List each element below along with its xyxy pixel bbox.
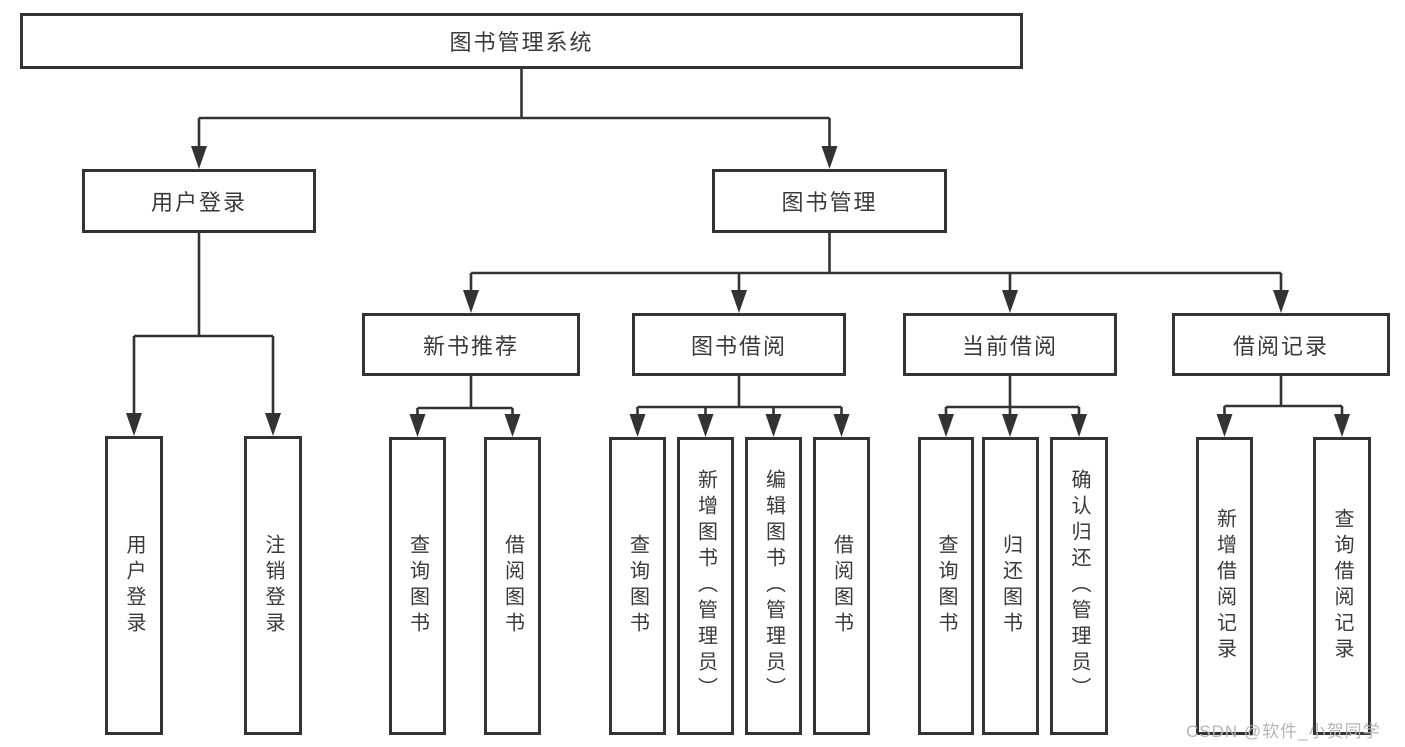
leaf-logout: 注销登录 — [244, 436, 302, 735]
leaf-confirm-return-admin: 确认归还（管理员） — [1050, 437, 1108, 735]
node-new-book-recommend: 新书推荐 — [362, 313, 580, 376]
leaf-borrow-book-2: 借阅图书 — [813, 437, 870, 735]
leaf-add-book-admin: 新增图书（管理员） — [677, 437, 734, 735]
leaf-query-borrow-record: 查询借阅记录 — [1313, 437, 1371, 735]
node-book-management-module: 图书管理 — [712, 169, 947, 233]
leaf-add-borrow-record: 新增借阅记录 — [1196, 437, 1253, 735]
leaf-query-book-1: 查询图书 — [389, 437, 446, 735]
leaf-edit-book-admin: 编辑图书（管理员） — [745, 437, 802, 735]
leaf-return-book: 归还图书 — [982, 437, 1039, 735]
leaf-user-login: 用户登录 — [105, 436, 163, 735]
csdn-watermark: CSDN @软件_小贺同学 — [1186, 722, 1381, 741]
leaf-query-book-2: 查询图书 — [609, 437, 666, 735]
node-library-management-system: 图书管理系统 — [20, 13, 1023, 69]
node-current-borrow: 当前借阅 — [903, 313, 1117, 376]
node-borrow-record: 借阅记录 — [1172, 313, 1390, 376]
node-book-borrow: 图书借阅 — [632, 313, 846, 376]
node-user-login-module: 用户登录 — [82, 169, 316, 233]
leaf-query-book-3: 查询图书 — [918, 437, 974, 735]
leaf-borrow-book-1: 借阅图书 — [484, 437, 541, 735]
